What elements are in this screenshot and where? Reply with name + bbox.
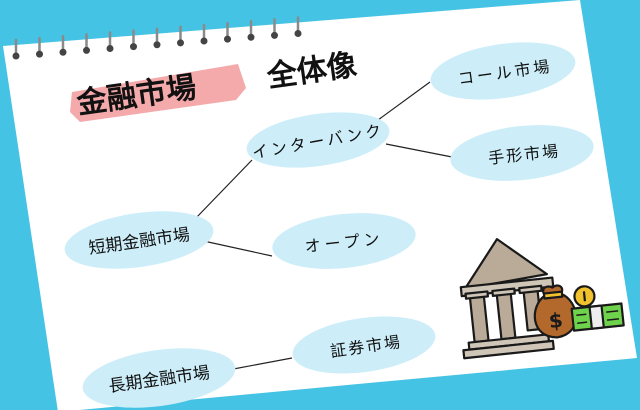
spiral-binding <box>12 16 302 60</box>
title-highlight <box>70 64 246 122</box>
node-long-term: 長期金融市場 <box>82 348 236 408</box>
node-open: オープン <box>272 213 416 269</box>
node-short-term: 短期金融市場 <box>64 211 214 269</box>
node-call-market: コール市場 <box>430 42 576 100</box>
connectors <box>194 81 453 371</box>
bank-money-icon: $ <box>459 238 625 360</box>
node-bill-market: 手形市場 <box>450 125 594 181</box>
node-securities: 証券市場 <box>292 316 436 374</box>
svg-text:$: $ <box>548 308 564 333</box>
